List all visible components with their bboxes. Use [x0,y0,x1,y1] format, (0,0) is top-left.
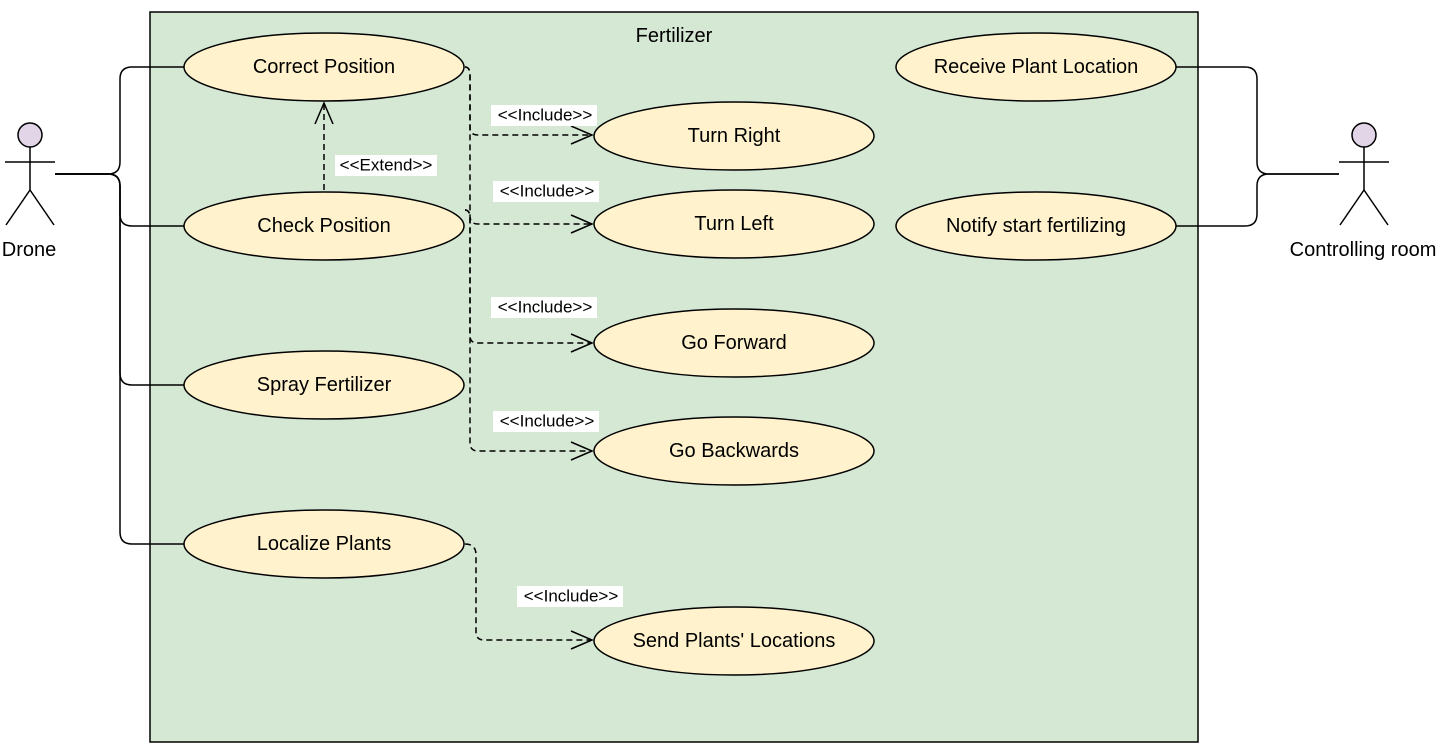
include-label: <<Include>> [498,298,593,317]
include-arrow [464,209,594,461]
use-case-turn-left[interactable]: Turn Left [593,189,875,259]
use-case-label: Send Plants' Locations [633,630,836,652]
use-case-label: Notify start fertilizing [946,215,1126,237]
actor-label-controlling-room: Controlling room [1290,239,1437,261]
use-case-label: Receive Plant Location [934,56,1139,78]
use-case-go-forward[interactable]: Go Forward [593,308,875,378]
use-case-receive-plant-location[interactable]: Receive Plant Location [895,32,1177,102]
use-case-label: Correct Position [253,56,395,78]
actor-drone: Drone [2,122,56,261]
use-case-label: Turn Right [688,125,781,147]
system-title: Fertilizer [636,25,713,47]
actor-head-icon [1351,122,1377,148]
association-line [1176,173,1339,227]
use-case-spray-fertilizer[interactable]: Spray Fertilizer [183,350,465,420]
relation-labels: <<Extend>> <<Include>> <<Include>> <<Inc… [335,105,623,607]
association-line [55,173,185,545]
use-case-label: Go Forward [681,332,787,354]
use-case-label: Localize Plants [257,533,392,555]
use-case-correct-position[interactable]: Correct Position [183,32,465,102]
association-line [55,66,185,175]
use-case-label: Go Backwards [669,440,799,462]
use-case-label: Spray Fertilizer [257,374,392,396]
use-case-label: Check Position [257,215,390,237]
actor-head-icon [17,122,43,148]
include-label: <<Include>> [524,587,619,606]
include-label: <<Include>> [500,182,595,201]
use-case-check-position[interactable]: Check Position [183,191,465,261]
include-label: <<Include>> [498,106,593,125]
dependency-lines [314,66,594,650]
room-associations [1176,66,1339,227]
actor-label-drone: Drone [2,239,56,261]
association-line [1176,66,1339,175]
use-case-localize-plants[interactable]: Localize Plants [183,509,465,579]
include-label: <<Include>> [500,412,595,431]
include-arrow [464,543,594,650]
use-case-turn-right[interactable]: Turn Right [593,101,875,171]
use-case-go-backwards[interactable]: Go Backwards [593,416,875,486]
extend-label: <<Extend>> [340,156,433,175]
actor-controlling-room: Controlling room [1290,122,1437,261]
include-arrow [464,66,594,234]
use-case-label: Turn Left [694,213,774,235]
use-case-send-plants-locations[interactable]: Send Plants' Locations [593,606,875,676]
use-case-notify-start-fertilizing[interactable]: Notify start fertilizing [895,191,1177,261]
drone-associations [55,66,185,545]
